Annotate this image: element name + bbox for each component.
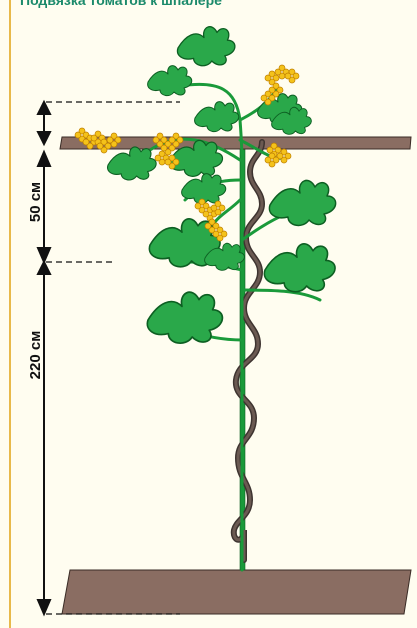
- dimension-label-upper-gap: 50 см: [27, 182, 44, 222]
- tomato-leaves: [108, 27, 336, 343]
- dimension-label-trellis-height: 220 см: [27, 331, 44, 380]
- soil-ground: [62, 570, 411, 614]
- dimension-guides: [46, 102, 180, 614]
